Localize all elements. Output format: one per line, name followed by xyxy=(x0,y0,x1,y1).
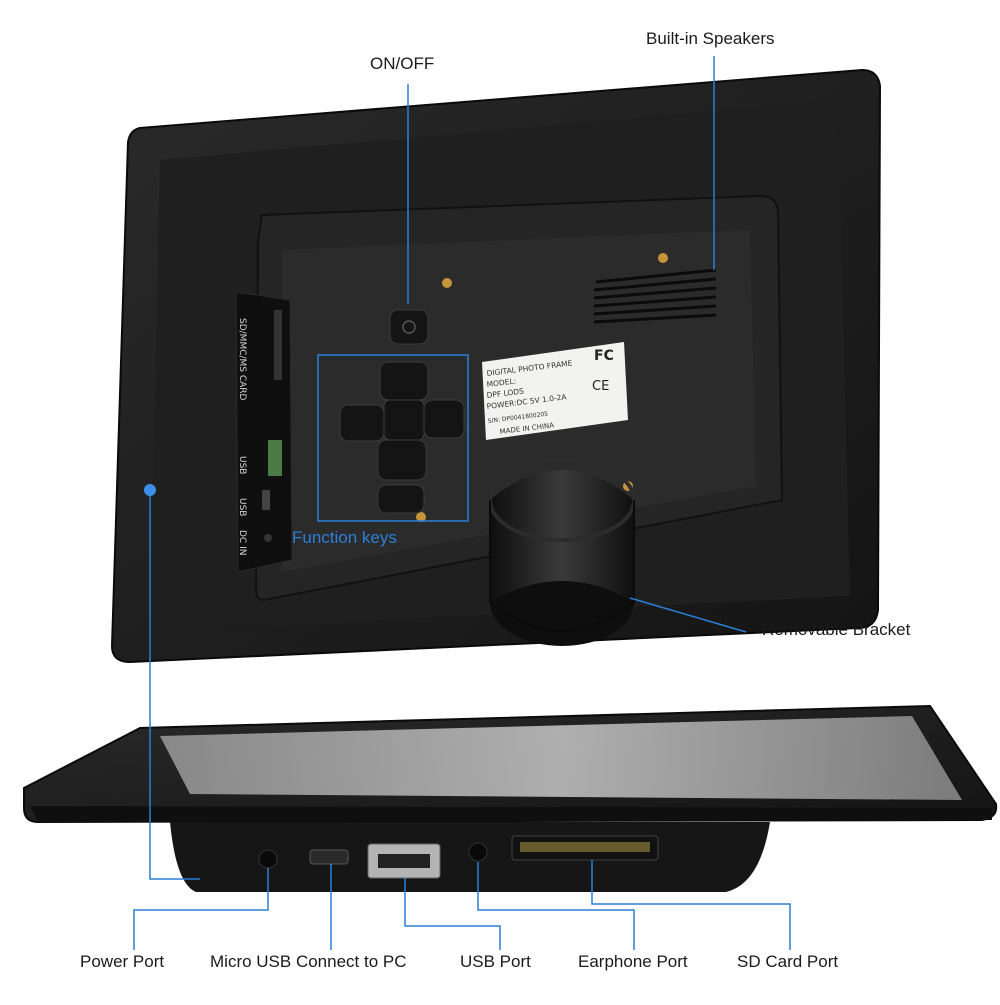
side-port-panel: SD/MMC/MS CARD USB USB DC IN xyxy=(235,291,293,573)
label-usb-port: USB Port xyxy=(460,952,531,971)
side-label-usb-2: USB xyxy=(237,498,247,516)
screw-icon xyxy=(416,512,426,522)
usb-port[interactable] xyxy=(367,843,441,879)
sticker-line-2: MODEL: xyxy=(486,376,516,389)
side-label-usb: USB xyxy=(237,456,247,474)
screw-icon xyxy=(658,253,668,263)
label-built-in-speakers: Built-in Speakers xyxy=(646,29,775,48)
frame-back-view: SD/MMC/MS CARD USB USB DC IN DIGITAL PHO… xyxy=(110,68,882,664)
product-sticker: DIGITAL PHOTO FRAME MODEL: DPF LODS POWE… xyxy=(482,342,628,440)
label-function-keys: Function keys xyxy=(292,528,397,547)
on-off-button[interactable] xyxy=(389,309,429,345)
label-removable-bracket: Removable Bracket xyxy=(762,620,911,639)
indicator-dot xyxy=(144,484,156,496)
side-label-card: SD/MMC/MS CARD xyxy=(237,318,247,401)
callout-lines xyxy=(133,56,791,950)
speaker-grille xyxy=(593,268,717,324)
micro-usb-port[interactable] xyxy=(309,849,349,865)
fc-mark: FC xyxy=(594,348,614,364)
side-label-dcin: DC IN xyxy=(237,530,247,555)
label-earphone-port: Earphone Port xyxy=(578,952,688,971)
label-micro-usb: Micro USB Connect to PC xyxy=(210,952,407,971)
label-on-off: ON/OFF xyxy=(370,54,435,73)
label-sd-card-port: SD Card Port xyxy=(737,952,839,971)
label-power-port: Power Port xyxy=(80,952,165,971)
screw-icon xyxy=(442,278,452,288)
removable-bracket[interactable] xyxy=(488,458,636,646)
earphone-port[interactable] xyxy=(468,842,488,862)
ce-mark: CE xyxy=(592,379,609,394)
function-keys-pad[interactable] xyxy=(339,361,465,514)
frame-bottom-view xyxy=(23,704,998,892)
power-port[interactable] xyxy=(258,849,278,869)
sd-card-port[interactable] xyxy=(511,835,659,861)
